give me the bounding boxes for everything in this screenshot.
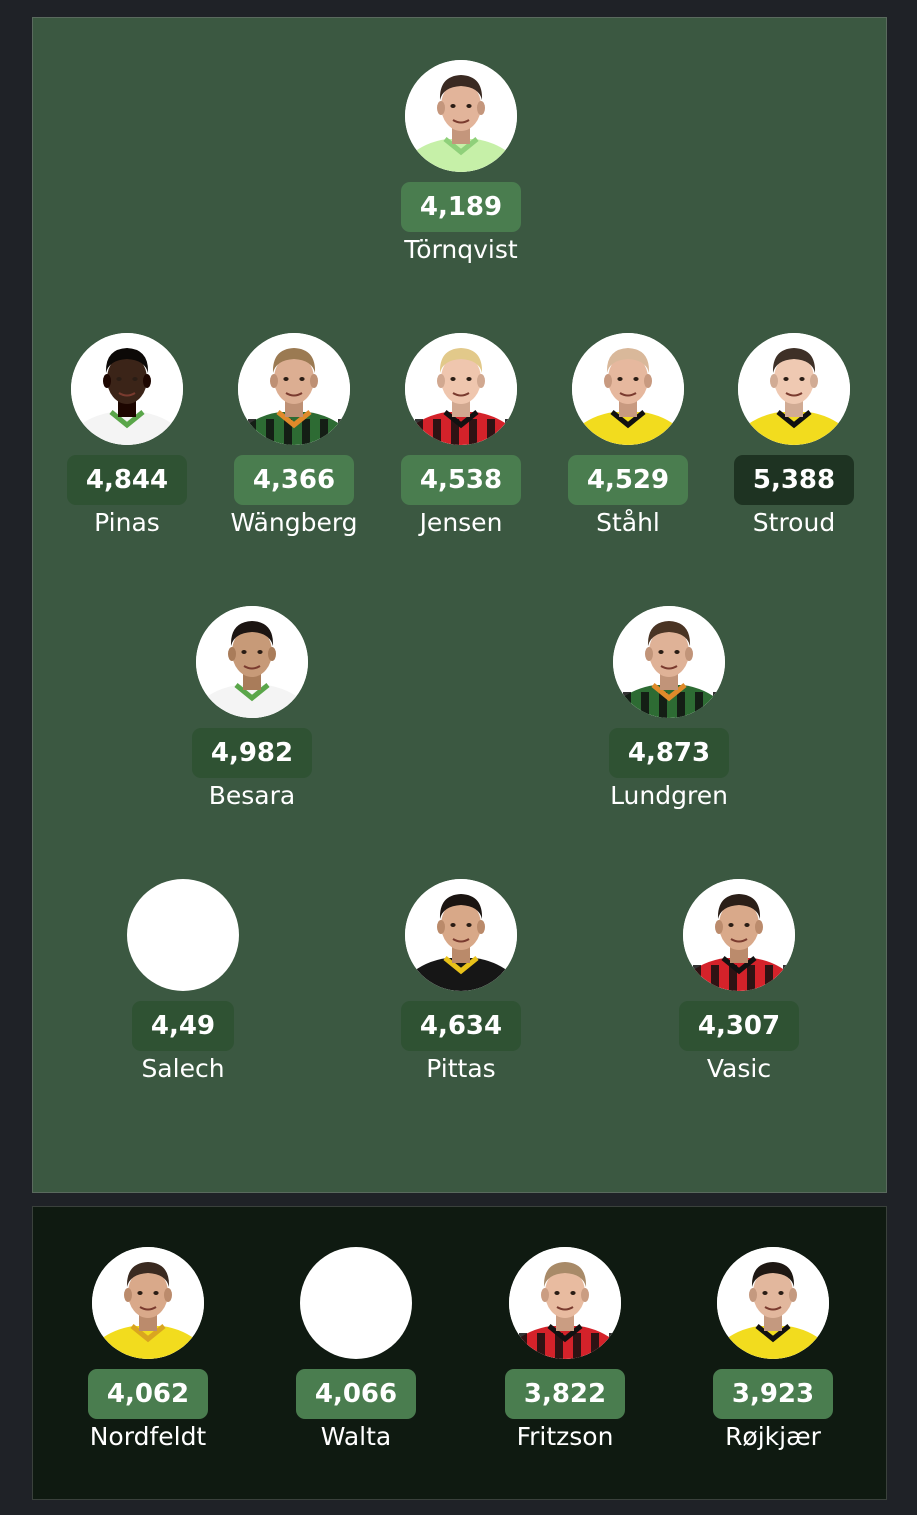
player-name: Pittas [426, 1054, 496, 1083]
player-card-pittas[interactable]: 4,634 Pittas [371, 879, 551, 1085]
player-name: Røjkjær [725, 1422, 821, 1451]
player-score-badge: 3,822 [504, 1369, 626, 1419]
player-card-vasic[interactable]: 4,307 Vasic [649, 879, 829, 1085]
player-card-stahl[interactable]: 4,529 Ståhl [538, 333, 718, 539]
player-name: Besara [208, 781, 296, 810]
player-avatar [738, 333, 850, 445]
player-avatar [92, 1247, 204, 1359]
player-score-badge: 4,066 [295, 1369, 417, 1419]
pitch-lineup: 4,189 Törnqvist 4,844 Pinas [32, 17, 887, 1193]
player-card-tornqvist[interactable]: 4,189 Törnqvist [371, 60, 551, 266]
player-card-stroud[interactable]: 5,388 Stroud [704, 333, 884, 539]
player-name: Lundgren [610, 781, 728, 810]
player-avatar [405, 60, 517, 172]
player-name: Vasic [706, 1054, 772, 1083]
player-avatar [300, 1247, 412, 1359]
player-score-badge: 4,366 [233, 455, 355, 505]
player-name: Jensen [419, 508, 503, 537]
player-card-pinas[interactable]: 4,844 Pinas [37, 333, 217, 539]
player-card-jensen[interactable]: 4,538 Jensen [371, 333, 551, 539]
player-avatar [405, 879, 517, 991]
player-name: Nordfeldt [89, 1422, 207, 1451]
player-card-nordfeldt[interactable]: 4,062 Nordfeldt [58, 1247, 238, 1453]
player-name: Salech [141, 1054, 225, 1083]
player-avatar [572, 333, 684, 445]
player-card-rojkjaer[interactable]: 3,923 Røjkjær [683, 1247, 863, 1453]
player-avatar [683, 879, 795, 991]
player-score-badge: 4,189 [400, 182, 522, 232]
player-avatar [717, 1247, 829, 1359]
player-name: Fritzson [516, 1422, 614, 1451]
player-score-badge: 4,538 [400, 455, 522, 505]
player-name: Törnqvist [404, 235, 518, 264]
player-score-badge: 4,873 [608, 728, 730, 778]
player-avatar [127, 879, 239, 991]
player-card-salech[interactable]: 4,49 Salech [93, 879, 273, 1085]
player-card-fritzson[interactable]: 3,822 Fritzson [475, 1247, 655, 1453]
bench-substitutes: 4,062 Nordfeldt 4,066 Walta 3,822 Fritzs… [32, 1206, 887, 1500]
player-card-besara[interactable]: 4,982 Besara [162, 606, 342, 812]
player-score-badge: 4,634 [400, 1001, 522, 1051]
player-score-badge: 4,529 [567, 455, 689, 505]
player-score-badge: 4,982 [191, 728, 313, 778]
player-score-badge: 4,062 [87, 1369, 209, 1419]
player-card-lundgren[interactable]: 4,873 Lundgren [579, 606, 759, 812]
player-avatar [405, 333, 517, 445]
player-score-badge: 4,844 [66, 455, 188, 505]
player-avatar [613, 606, 725, 718]
player-name: Ståhl [596, 508, 660, 537]
player-card-wangberg[interactable]: 4,366 Wängberg [204, 333, 384, 539]
player-name: Wängberg [230, 508, 358, 537]
player-score-badge: 4,49 [131, 1001, 235, 1051]
player-name: Pinas [94, 508, 160, 537]
player-avatar [509, 1247, 621, 1359]
player-score-badge: 4,307 [678, 1001, 800, 1051]
player-score-badge: 3,923 [712, 1369, 834, 1419]
player-score-badge: 5,388 [733, 455, 855, 505]
player-card-walta[interactable]: 4,066 Walta [266, 1247, 446, 1453]
player-avatar [196, 606, 308, 718]
player-avatar [238, 333, 350, 445]
player-name: Stroud [752, 508, 836, 537]
player-avatar [71, 333, 183, 445]
player-name: Walta [320, 1422, 392, 1451]
